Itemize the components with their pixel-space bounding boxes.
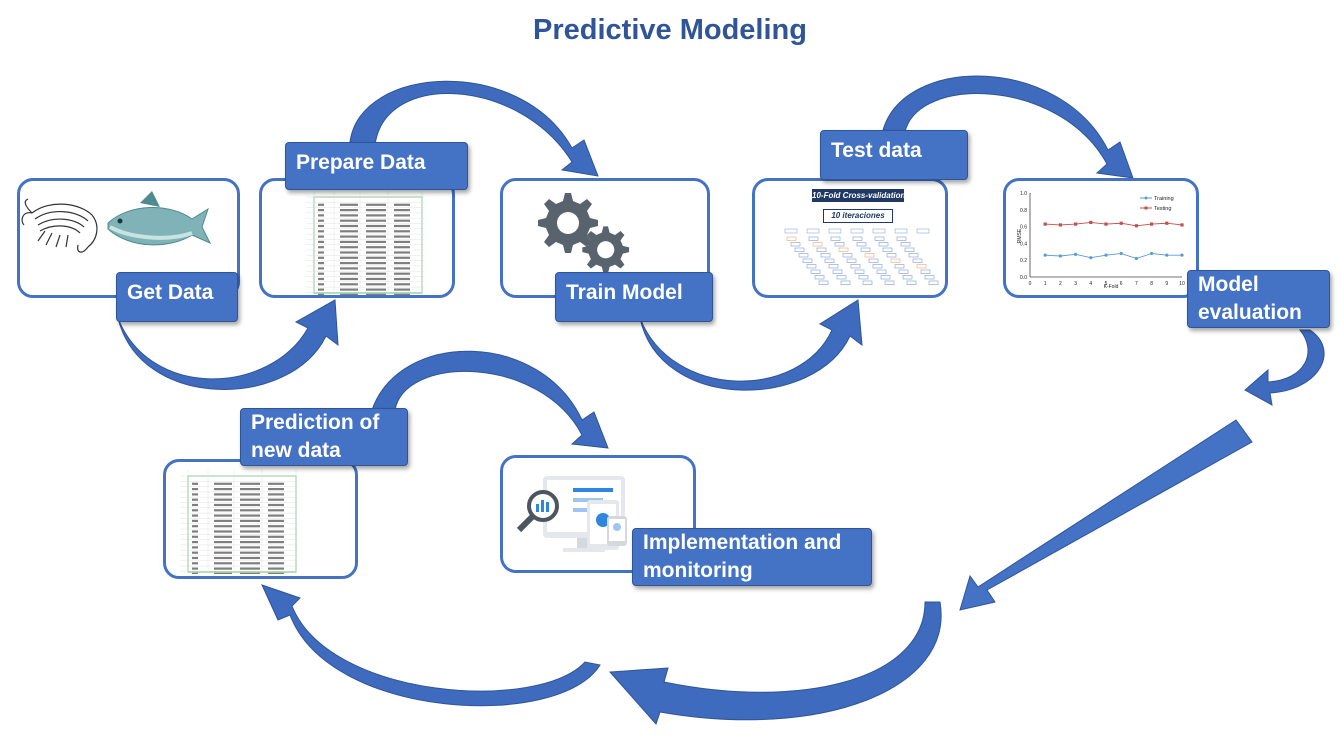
eval-xtick: 7 [1135, 281, 1138, 287]
testing-point [1180, 223, 1184, 227]
eval-xtick: 1 [1044, 281, 1047, 287]
testing-point [1119, 221, 1123, 225]
training-point [1104, 253, 1108, 257]
test-data-card: 10-Fold Cross-validation 10 iteraciones [752, 178, 948, 298]
shrimp-fish-illustration [21, 191, 212, 253]
prediction-label: Prediction of new data [240, 408, 408, 466]
legend-testing: Testing [1154, 206, 1171, 212]
training-point [1150, 251, 1154, 256]
eval-ytick: 1.0 [1020, 191, 1027, 197]
model-evaluation-label: Model evaluation [1187, 270, 1330, 328]
svg-text:0: 0 [1029, 281, 1032, 287]
eval-ytick: 0.8 [1020, 208, 1027, 214]
prediction-card [163, 459, 358, 579]
eval-ytick: 0.0 [1020, 275, 1027, 281]
arrow-to-implementation [608, 601, 942, 725]
testing-point [1089, 220, 1093, 224]
gears-icon [538, 193, 630, 274]
training-point [1058, 254, 1062, 258]
arrow-prediction-to-implementation [371, 350, 609, 449]
eval-xtick: 6 [1120, 281, 1123, 287]
arrow-prepare-to-train [349, 80, 599, 177]
eval-chart-legend: Training Testing [1140, 196, 1174, 212]
prepare-data-label: Prepare Data [285, 142, 468, 190]
get-data-label: Get Data [116, 272, 238, 322]
testing-point [1165, 221, 1169, 225]
eval-ytick: 0.6 [1020, 225, 1027, 231]
eval-xtick: 9 [1165, 281, 1168, 287]
fish-icon [107, 191, 212, 246]
arrow-get-to-prepare [117, 299, 339, 390]
evaluation-chart: 1.0 0.8 0.6 0.4 0.2 0.00 1 2 3 4 5 6 7 8 9 10 RMSE K-Fo… [1017, 191, 1185, 290]
arrow-to-prediction [261, 584, 601, 707]
shrimp-icon [21, 198, 98, 253]
series-line-testing [1045, 221, 1183, 227]
cv-folds-illustration [784, 228, 939, 285]
arrow-train-to-test [639, 299, 863, 391]
training-point [1180, 253, 1184, 257]
eval-xtick: 10 [1179, 281, 1185, 287]
testing-point [1150, 222, 1154, 226]
testing-point [1043, 222, 1047, 226]
series-line-training [1045, 253, 1182, 259]
diagram-title: Predictive Modeling [533, 14, 807, 46]
training-point [1074, 252, 1078, 256]
arrow-eval-curl [1244, 329, 1325, 406]
spreadsheet-icon [180, 470, 298, 574]
training-point [1119, 251, 1123, 256]
implementation-label: Implementation and monitoring [632, 528, 872, 586]
testing-point [1058, 223, 1062, 227]
eval-xtick: 5 [1105, 281, 1108, 287]
spreadsheet-icon [306, 191, 424, 295]
training-point [1089, 256, 1093, 260]
monitoring-devices-icon [516, 476, 627, 552]
testing-point [1134, 224, 1138, 228]
eval-xtick: 3 [1074, 281, 1077, 287]
eval-xtick: 4 [1089, 281, 1092, 287]
eval-xtick: 8 [1150, 281, 1153, 287]
eval-chart-ylabel: RMSE [1017, 228, 1023, 243]
test-data-label: Test data [820, 130, 968, 180]
prepare-data-card [259, 178, 455, 298]
training-point [1134, 256, 1138, 261]
arrow-eval-diagonal [959, 419, 1253, 611]
training-point [1043, 253, 1047, 257]
cv-panel-subtitle: 10 iteraciones [823, 209, 893, 223]
train-model-label: Train Model [555, 272, 713, 322]
training-point [1165, 253, 1169, 257]
testing-point [1104, 222, 1108, 226]
implementation-card [500, 455, 696, 573]
eval-xtick: 2 [1059, 281, 1062, 287]
testing-point [1074, 222, 1078, 226]
cv-panel-title: 10-Fold Cross-validation [812, 189, 904, 202]
eval-ytick: 0.4 [1020, 241, 1027, 247]
eval-chart-xlabel: K-Fold [1104, 284, 1119, 290]
legend-training: Training [1154, 196, 1174, 202]
eval-ytick: 0.2 [1020, 258, 1027, 264]
